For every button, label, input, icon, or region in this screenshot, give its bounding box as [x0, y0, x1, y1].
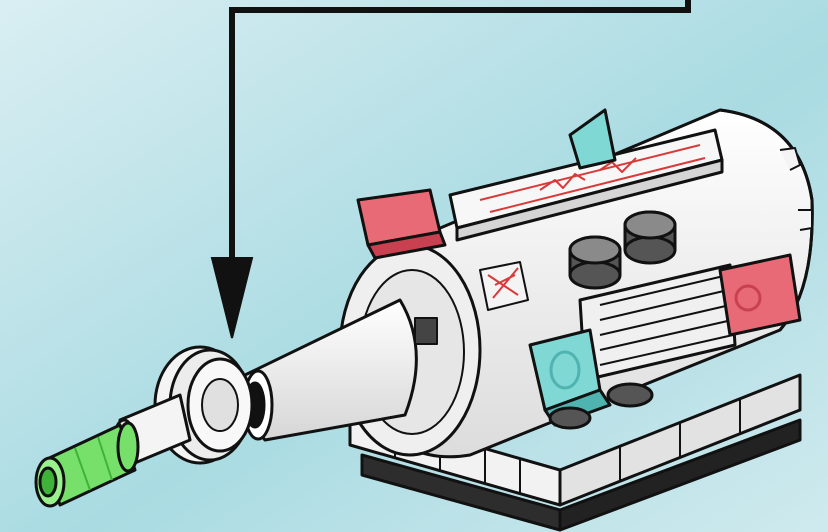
lower-stud: [608, 384, 652, 406]
